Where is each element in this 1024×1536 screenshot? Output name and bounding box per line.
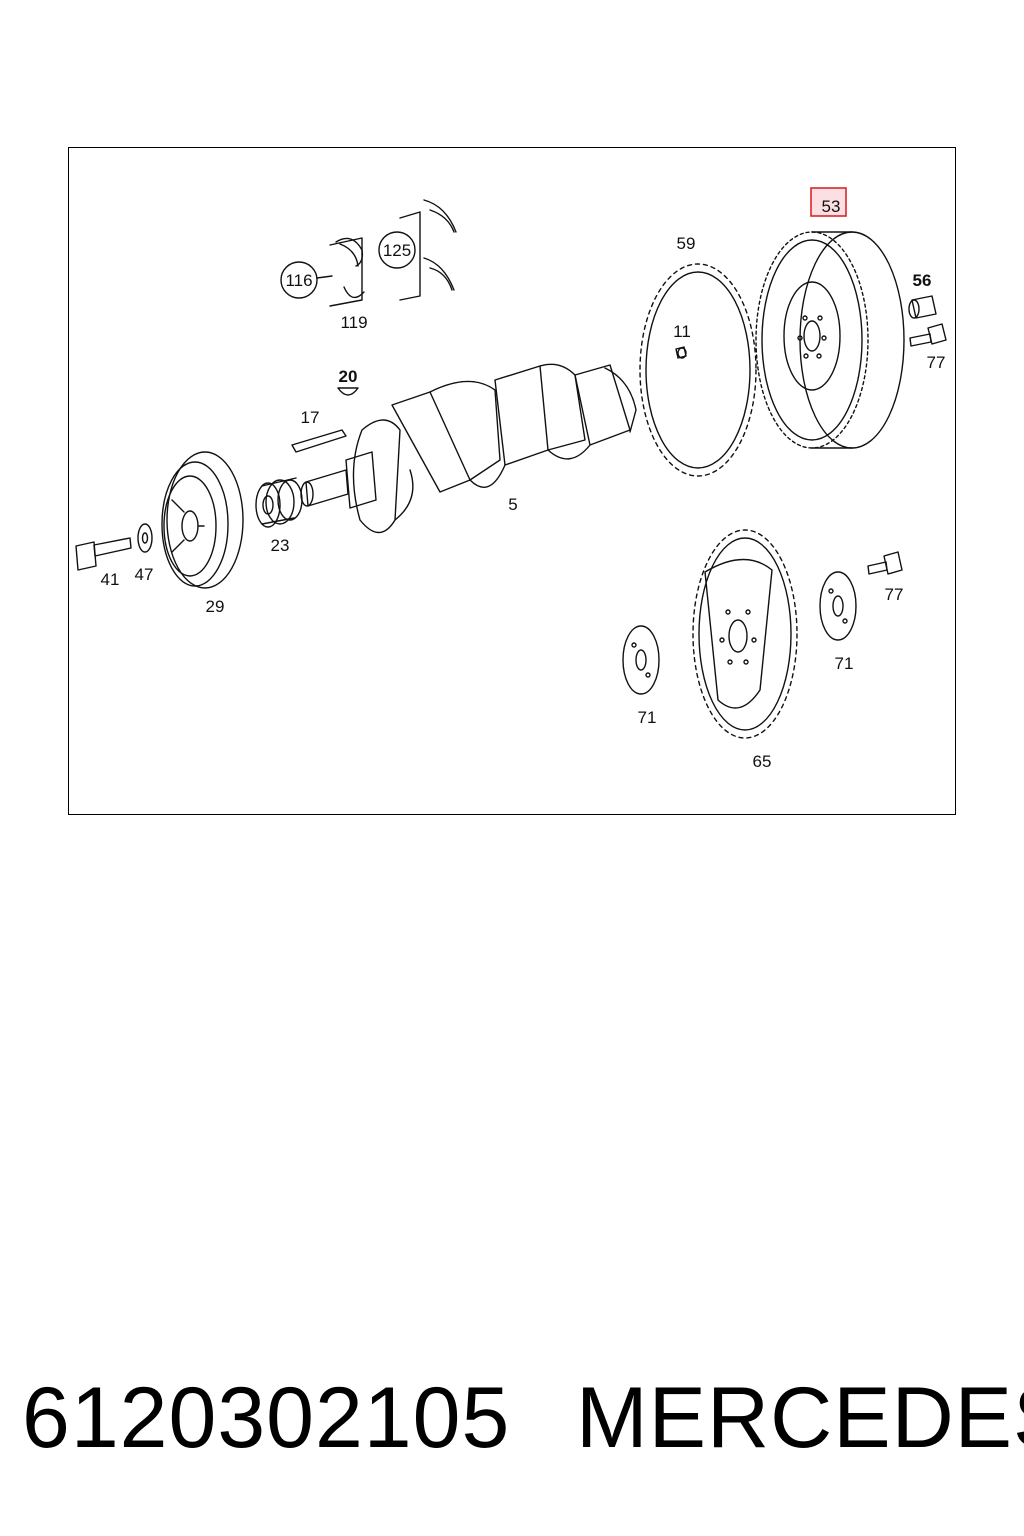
part-number: 6120302105	[22, 1370, 511, 1466]
callout-23-label: 23	[271, 536, 290, 555]
callout-71b-label: 71	[835, 654, 854, 673]
callout-17-label: 17	[301, 408, 320, 427]
diagram-frame	[68, 147, 956, 815]
callout-116-label: 116	[285, 271, 312, 290]
callout-56-label: 56	[913, 271, 932, 290]
bolt-41	[75, 537, 132, 571]
callout-29-label: 29	[206, 597, 225, 616]
shim-71-right	[819, 571, 857, 641]
thrust-washers-125	[399, 199, 457, 301]
callout-20-label: 20	[339, 367, 358, 386]
callout-41-label: 41	[101, 570, 120, 589]
callout-59-label: 59	[677, 234, 696, 253]
callout-47-label: 47	[135, 565, 154, 584]
footer: 6120302105 MERCEDES	[0, 1368, 1024, 1468]
vibration-damper-29	[161, 451, 244, 589]
dowel-56	[908, 295, 937, 319]
washer-47	[137, 523, 153, 553]
callout-65-label: 65	[753, 752, 772, 771]
ring-gear-59	[639, 263, 757, 477]
key-17	[291, 429, 347, 453]
pilot-bushing-11	[675, 346, 687, 359]
callout-119-label: 119	[340, 313, 367, 332]
callout-77a-label: 77	[927, 353, 946, 372]
bearing-shells-116	[329, 237, 365, 307]
flywheel-53	[755, 231, 905, 449]
brand-name: MERCEDES	[576, 1370, 1024, 1466]
callout-11-label: 11	[673, 322, 691, 341]
woodruff-key-20	[337, 387, 359, 396]
callout-5-label: 5	[508, 495, 517, 514]
drive-plate-bolt-77	[867, 551, 903, 575]
callout-125-label: 125	[383, 241, 411, 260]
flywheel-bolt-77	[909, 323, 947, 347]
callout-77b-label: 77	[885, 585, 904, 604]
callout-71a-label: 71	[638, 708, 657, 727]
callout-53-highlighted[interactable]: 53	[810, 187, 847, 217]
crankshaft-5	[300, 363, 637, 534]
crank-sprocket-23	[255, 477, 303, 528]
callout-53-label: 53	[822, 197, 841, 216]
shim-71-left	[622, 625, 660, 695]
callout-116[interactable]: 116	[280, 261, 318, 299]
callout-125[interactable]: 125	[378, 231, 416, 269]
drive-plate-65	[692, 529, 798, 739]
